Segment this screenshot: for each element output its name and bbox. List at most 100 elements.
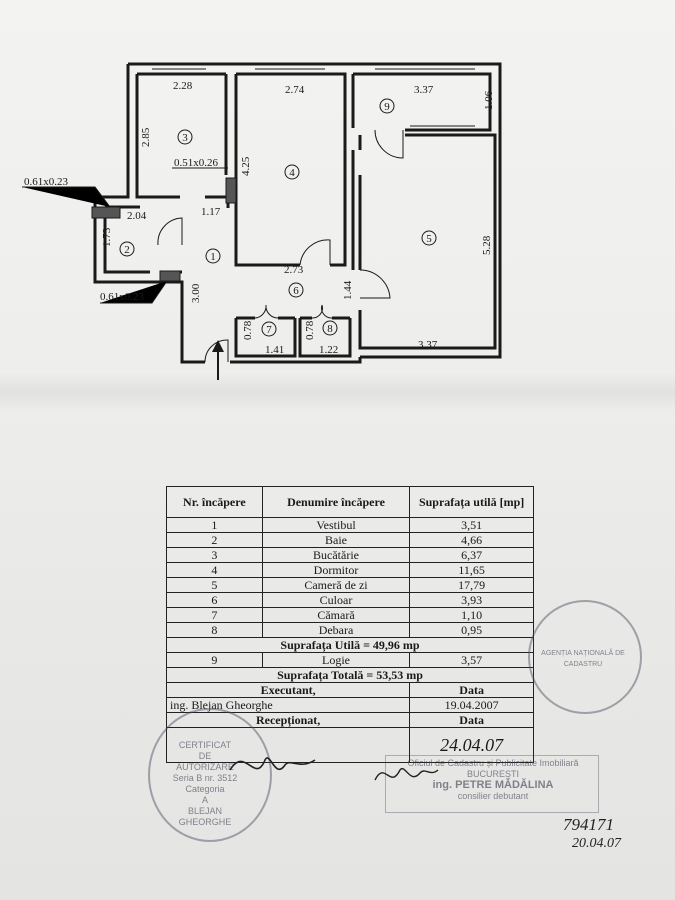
dimension-label: 1.44 [342,280,354,300]
dimension-label: 1.22 [319,344,338,356]
office-stamp [385,755,599,813]
dimension-label: 4.25 [240,156,252,176]
cadastre-stamp [528,600,642,714]
dimension-label: 0.78 [242,320,254,340]
room-number-9: 9 [384,101,390,113]
executant-date: 19.04.2007 [409,697,534,713]
cell-nr: 2 [166,532,263,548]
dimension-label: 1.41 [265,344,284,356]
total-useful: Suprafața Utilă = 49,96 mp [166,637,534,653]
total-area: Suprafața Totală = 53,53 mp [166,667,534,683]
executant-header-row: Executant, Data [165,682,534,698]
cell-area: 3,57 [409,652,534,668]
room-number-1: 1 [210,251,216,263]
cell-nr: 7 [166,607,263,623]
header-name: Denumire încăpere [261,486,411,518]
hatched-column [225,177,237,204]
cell-name: Baie [261,532,411,548]
dimension-label: 0.78 [304,320,316,340]
handwritten-date: 20.04.07 [572,836,621,851]
dimension-label: 2.74 [285,84,305,96]
office-stamp-text: Oficiul de Cadastru și Publicitate Imobi… [407,758,579,801]
cell-area: 1,10 [409,607,534,623]
cadastre-stamp-text: AGENȚIA NAȚIONALĂ DE CADASTRU [541,650,625,668]
dimension-label: 2.04 [127,210,147,222]
signature-receptionat [374,767,439,781]
dimension-label: 2.28 [173,80,193,92]
dimension-label: 0.51x0.26 [174,157,219,169]
dimension-label: 5.28 [481,235,493,255]
hatched-column [91,206,121,219]
paper-fold [0,372,675,412]
cell-nr: 1 [166,517,263,533]
cell-area: 3,51 [409,517,534,533]
dimension-label: 1.06 [483,90,495,110]
cell-area: 6,37 [409,547,534,563]
cell-name: Dormitor [261,562,411,578]
room-number-2: 2 [124,244,130,256]
cell-name: Vestibul [261,517,411,533]
room-number-7: 7 [266,324,272,336]
dimension-label: 2.85 [140,127,152,147]
room-number-8: 8 [327,323,333,335]
cell-name: Cămară [261,607,411,623]
dimension-label: 0.61x0.23 [100,291,145,303]
room-number-3: 3 [182,132,188,144]
dimension-label: 3.00 [190,283,202,303]
cell-name: Culoar [261,592,411,608]
outer-wall-bottom [230,357,362,364]
data-label: Data [409,682,534,698]
header-nr: Nr. încăpere [166,486,263,518]
outer-wall-left [93,64,205,364]
handwritten-number: 794171 [563,815,614,834]
entry-arrow-icon [212,340,224,380]
dimension-label: 3.37 [418,339,438,351]
table-header: Nr. încăpere Denumire încăpere Suprafața… [166,486,534,518]
cell-area: 11,65 [409,562,534,578]
data-label-2: Data [409,712,534,728]
total-useful-row: Suprafața Utilă = 49,96 mp [166,637,534,653]
receptionat-date: 24.04.07 [409,727,534,763]
cell-name: Bucătărie [261,547,411,563]
dimension-label: 2.73 [284,264,304,276]
hatched-column [159,270,181,282]
dimension-label: 1.73 [101,227,113,247]
executant-row: ing. Blejan Gheorghe 19.04.2007 [165,697,534,713]
cell-nr: 3 [166,547,263,563]
authorization-stamp-text: CERTIFICAT DE AUTORIZARE Seria B nr. 351… [172,740,238,827]
room-number-6: 6 [293,285,299,297]
cell-name: Logie [261,652,411,668]
cell-nr: 8 [166,622,263,638]
floor-plan: 3 2 1 4 5 6 7 8 9 2.28 2.74 3.37 1.06 2.… [22,62,502,380]
total-row: Suprafața Totală = 53,53 mp [166,667,534,683]
signature-executant [229,757,316,771]
room-number-4: 4 [289,167,295,179]
header-area: Suprafața utilă [mp] [409,486,534,518]
cell-nr: 6 [166,592,263,608]
executant-label: Executant, [165,682,411,698]
cell-area: 17,79 [409,577,534,593]
cell-nr: 5 [166,577,263,593]
authorization-stamp [148,708,272,842]
dimension-label: 0.61x0.23 [24,176,69,188]
dimension-label: 1.17 [201,206,221,218]
cell-name: Cameră de zi [261,577,411,593]
cell-area: 4,66 [409,532,534,548]
cell-nr: 9 [166,652,263,668]
cell-area: 3,93 [409,592,534,608]
room-number-5: 5 [426,233,432,245]
outer-wall-right [128,62,502,359]
dimension-label: 3.37 [414,84,434,96]
cell-name: Debara [261,622,411,638]
cell-area: 0,95 [409,622,534,638]
executant-name: ing. Blejan Gheorghe [165,697,411,713]
